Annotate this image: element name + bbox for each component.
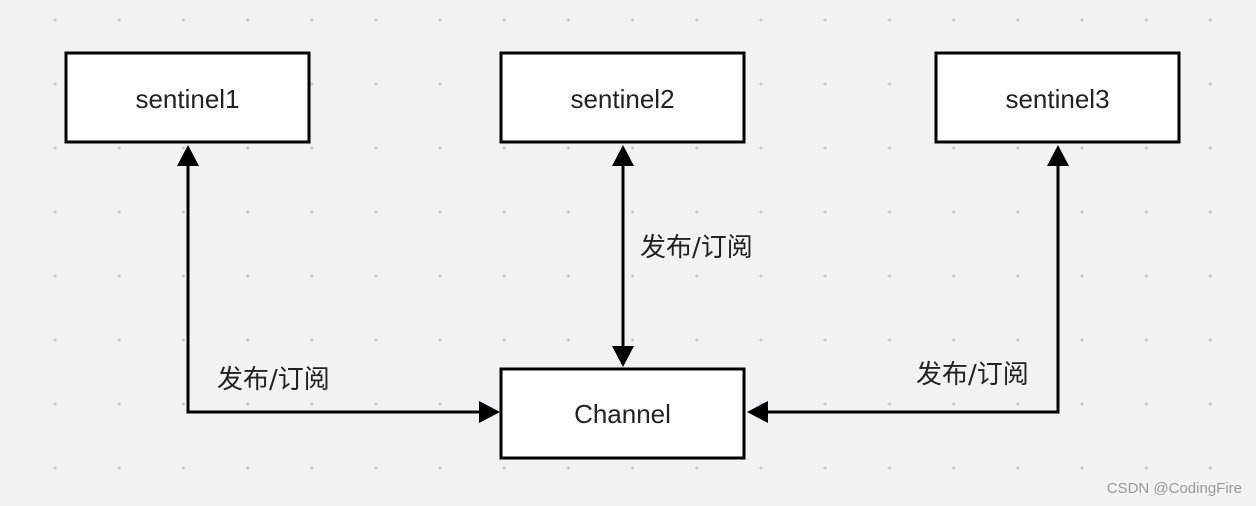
node-label: sentinel2 xyxy=(570,84,674,114)
arrowhead-down-icon xyxy=(612,346,634,367)
node-label: Channel xyxy=(574,399,671,429)
arrowhead-left-icon xyxy=(747,401,768,423)
edge-line xyxy=(186,163,481,414)
node-box xyxy=(499,51,746,144)
node-label: sentinel3 xyxy=(1005,84,1109,114)
node-box xyxy=(499,367,746,460)
node-box xyxy=(934,51,1181,144)
edge-line xyxy=(766,163,1060,414)
edge-sentinel3-channel: 发布/订阅 xyxy=(747,145,1069,423)
node-sentinel2: sentinel2 xyxy=(499,51,746,144)
edge-sentinel1-channel: 发布/订阅 xyxy=(177,145,500,423)
node-box xyxy=(64,51,311,144)
node-sentinel1: sentinel1 xyxy=(64,51,311,144)
arrowhead-up-icon xyxy=(1047,145,1069,166)
node-channel: Channel xyxy=(499,367,746,460)
edge-sentinel2-channel: 发布/订阅 xyxy=(612,145,753,367)
watermark-text: CSDN @CodingFire xyxy=(1107,480,1242,497)
edge-label: 发布/订阅 xyxy=(217,365,330,395)
edge-label: 发布/订阅 xyxy=(640,233,753,263)
arrowhead-right-icon xyxy=(479,401,500,423)
edge-label: 发布/订阅 xyxy=(916,360,1029,390)
node-sentinel3: sentinel3 xyxy=(934,51,1181,144)
node-label: sentinel1 xyxy=(135,84,239,114)
arrowhead-up-icon xyxy=(612,145,634,166)
arrowhead-up-icon xyxy=(177,145,199,166)
